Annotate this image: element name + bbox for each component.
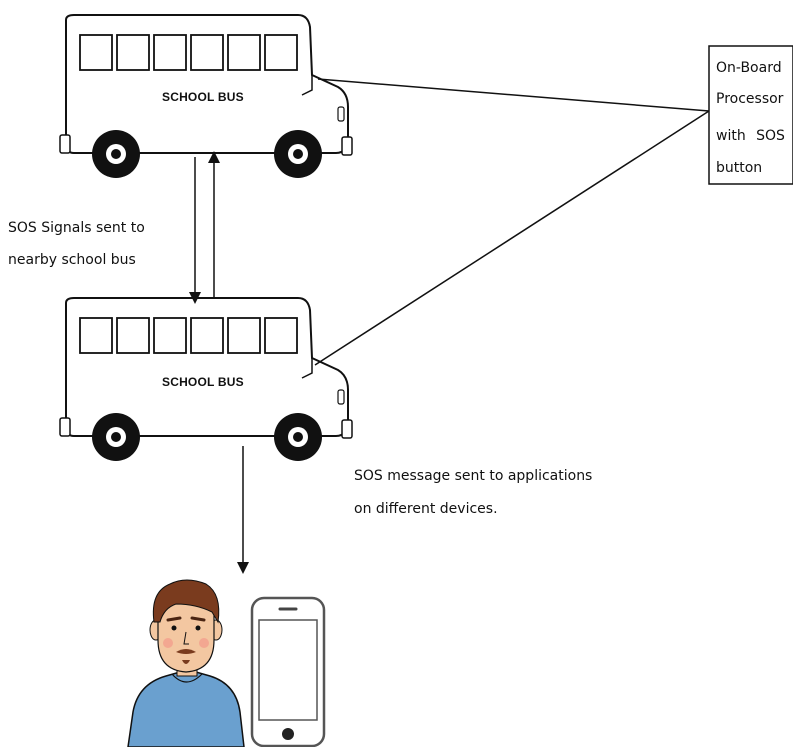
school-bus-bottom: SCHOOL BUS [59,297,353,462]
sos-nearby-label-line-1: SOS Signals sent to [8,220,145,236]
smartphone-icon [250,596,326,747]
processor-label-line-1: On-Board [716,60,782,76]
school-bus-bottom-label: SCHOOL BUS [162,375,244,389]
person-icon [127,579,245,747]
sos-apps-label-line-2: on different devices. [354,501,498,517]
processor-label-line-4: button [716,160,763,176]
sos-nearby-label-line-2: nearby school bus [8,252,136,268]
sos-apps-label-line-1: SOS message sent to applications [354,468,593,484]
processor-label-line-3: with SOS [716,128,785,144]
school-bus-top: SCHOOL BUS [59,14,353,179]
top-bus-link-line [317,78,710,112]
school-bus-top-label: SCHOOL BUS [162,90,244,104]
processor-box [708,45,793,185]
bottom-bus-link-line [314,110,710,366]
processor-label-line-2: Processor [716,91,784,107]
